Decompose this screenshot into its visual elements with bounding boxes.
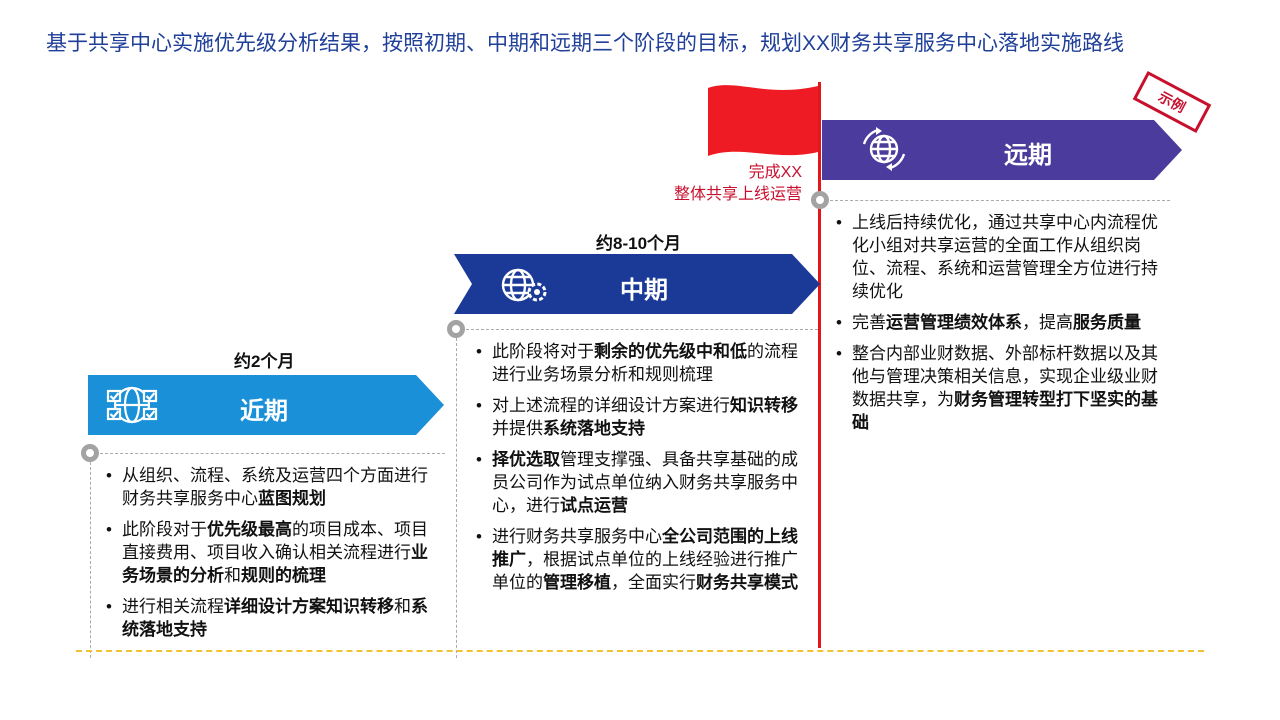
phase-label-mid: 中期: [620, 277, 668, 304]
milestone-line1: 完成XX: [748, 164, 802, 181]
globe-arrows-icon: [862, 127, 906, 171]
bullet-emphasis: 全公司范围的上线推广: [492, 527, 798, 569]
bullets-far: 上线后持续优化，通过共享中心内流程优化小组对共享运营的全面工作从组织岗位、流程、…: [834, 211, 1174, 442]
globe-gear-icon: [501, 268, 547, 302]
bullet-emphasis: 试点运营: [560, 496, 628, 515]
bullet-text: 进行财务共享服务中心: [492, 527, 662, 546]
bullet-text: 和: [394, 597, 411, 616]
bullet-emphasis: 系统落地支持: [543, 419, 645, 438]
bullet-text: 进行相关流程: [122, 597, 224, 616]
bullet-item: 此阶段对于优先级最高的项目成本、项目直接费用、项目收入确认相关流程进行业务场景的…: [104, 518, 444, 587]
milestone-text: 完成XX 整体共享上线运营: [600, 162, 802, 206]
phase-arrow-near: [88, 375, 444, 435]
phase-arrow-far: [822, 120, 1182, 180]
guide-mid: [456, 338, 457, 658]
divider-near: [100, 453, 445, 454]
bullet-emphasis: 规则的梳理: [241, 566, 326, 585]
bullets-near: 从组织、流程、系统及运营四个方面进行财务共享服务中心蓝图规划此阶段对于优先级最高…: [104, 464, 444, 649]
bullet-item: 完善运营管理绩效体系，提高服务质量: [834, 311, 1174, 334]
bullet-item: 此阶段将对于剩余的优先级中和低的流程进行业务场景分析和规则梳理: [474, 340, 814, 386]
bullet-item: 上线后持续优化，通过共享中心内流程优化小组对共享运营的全面工作从组织岗位、流程、…: [834, 211, 1174, 303]
bullet-emphasis: 蓝图规划: [258, 489, 326, 508]
phase-arrow-mid: [454, 254, 820, 314]
bullets-mid: 此阶段将对于剩余的优先级中和低的流程进行业务场景分析和规则梳理对上述流程的详细设…: [474, 340, 814, 602]
bullet-text: ，提高: [1022, 313, 1073, 332]
bottom-dashed-line: [76, 650, 1204, 652]
bullet-emphasis: 择优选取: [492, 450, 560, 469]
timeline-node-mid: [447, 320, 465, 338]
bullet-text: ，根据试点单位的上线经验进行推广单位的: [492, 550, 798, 592]
timeline-node-far: [811, 191, 829, 209]
bullet-text: 管理支撑强、具备共享基础的成员公司作为试点单位纳入财务共享服务中心，进行: [492, 450, 798, 515]
bullet-text: 完善: [852, 313, 886, 332]
bullet-emphasis: 财务管理转型打下坚实的基础: [852, 390, 1158, 432]
bullet-emphasis: 知识转移: [730, 396, 798, 415]
bullet-emphasis: 服务质量: [1073, 313, 1141, 332]
phase-label-near: 近期: [240, 398, 288, 425]
bullet-item: 择优选取管理支撑强、具备共享基础的成员公司作为试点单位纳入财务共享服务中心，进行…: [474, 448, 814, 517]
sample-stamp-text: 示例: [1155, 88, 1189, 116]
bullet-text: 并提供: [492, 419, 543, 438]
bullet-text: 此阶段对于: [122, 520, 207, 539]
timeline-node-near: [81, 444, 99, 462]
bullet-text: 此阶段将对于: [492, 342, 594, 361]
bullet-text: 整合内部业财数据、外部标杆数据以及其他与管理决策相关信息，实现企业级业财数据共享…: [852, 344, 1158, 409]
duration-mid: 约8-10个月: [596, 234, 682, 253]
checklist-globe-icon: [106, 386, 158, 424]
bullet-emphasis: 剩余的优先级中和低: [594, 342, 747, 361]
phase-label-far: 远期: [1004, 142, 1052, 169]
bullet-item: 进行财务共享服务中心全公司范围的上线推广，根据试点单位的上线经验进行推广单位的管…: [474, 525, 814, 594]
bullet-item: 对上述流程的详细设计方案进行知识转移并提供系统落地支持: [474, 394, 814, 440]
bullet-text: 从组织、流程、系统及运营四个方面进行财务共享服务中心: [122, 466, 428, 508]
bullet-emphasis: 业务场景的分析: [122, 543, 428, 585]
milestone-flag-icon: [708, 85, 818, 156]
bullet-text: 上线后持续优化，通过共享中心内流程优化小组对共享运营的全面工作从组织岗位、流程、…: [852, 213, 1158, 301]
bullet-text: 的项目成本、项目直接费用、项目收入确认相关流程进行: [122, 520, 428, 562]
milestone-line: [818, 82, 821, 648]
bullet-emphasis: 系统落地支持: [122, 597, 428, 639]
bullet-text: 和: [224, 566, 241, 585]
bullet-emphasis: 优先级最高: [207, 520, 292, 539]
bullet-item: 进行相关流程详细设计方案知识转移和系统落地支持: [104, 595, 444, 641]
milestone-line2: 整体共享上线运营: [673, 186, 802, 203]
duration-near: 约2个月: [234, 352, 295, 371]
bullet-text: 对上述流程的详细设计方案进行: [492, 396, 730, 415]
divider-mid: [466, 329, 818, 330]
page-title: 基于共享中心实施优先级分析结果，按照初期、中期和远期三个阶段的目标，规划XX财务…: [46, 32, 1125, 55]
bullet-emphasis: 财务共享模式: [696, 573, 798, 592]
guide-near: [90, 462, 91, 658]
bullet-text: 的流程进行业务场景分析和规则梳理: [492, 342, 798, 384]
bullet-item: 从组织、流程、系统及运营四个方面进行财务共享服务中心蓝图规划: [104, 464, 444, 510]
bullet-emphasis: 管理移植: [543, 573, 611, 592]
bullet-emphasis: 详细设计方案知识转移: [224, 597, 394, 616]
bullet-text: ，全面实行: [611, 573, 696, 592]
bullet-item: 整合内部业财数据、外部标杆数据以及其他与管理决策相关信息，实现企业级业财数据共享…: [834, 342, 1174, 434]
divider-far: [830, 200, 1170, 201]
bullet-emphasis: 运营管理绩效体系: [886, 313, 1022, 332]
